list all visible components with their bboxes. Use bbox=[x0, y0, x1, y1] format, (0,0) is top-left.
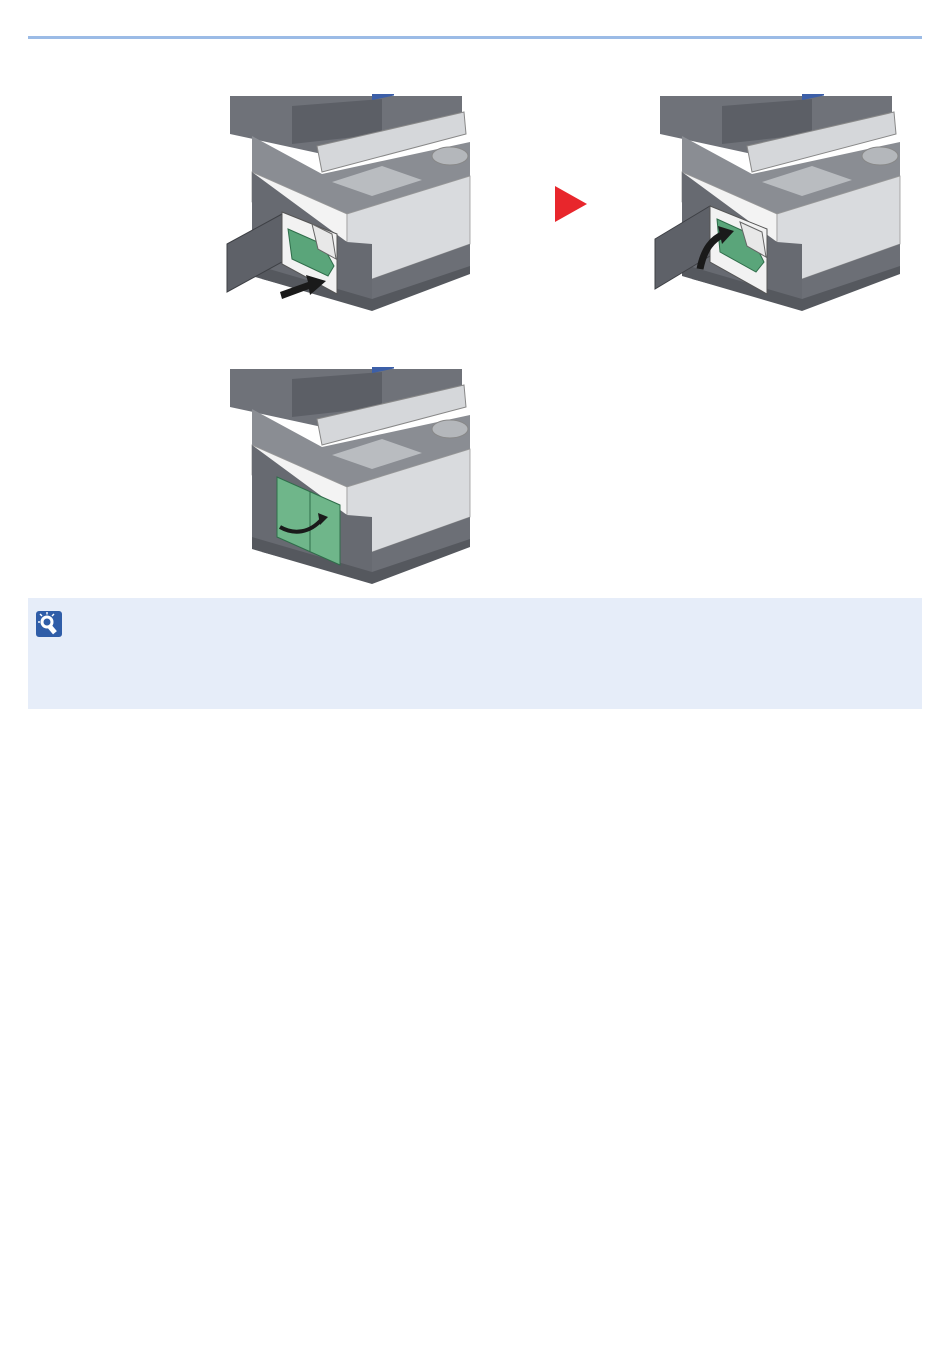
header-rule bbox=[28, 36, 922, 39]
next-step-triangle-icon bbox=[553, 184, 589, 229]
printer-lift-lever bbox=[652, 94, 902, 314]
note-box bbox=[28, 598, 922, 709]
printer-insert-toner bbox=[222, 94, 472, 314]
note-bulb-icon bbox=[35, 610, 63, 643]
printer-close-cover bbox=[222, 367, 472, 587]
